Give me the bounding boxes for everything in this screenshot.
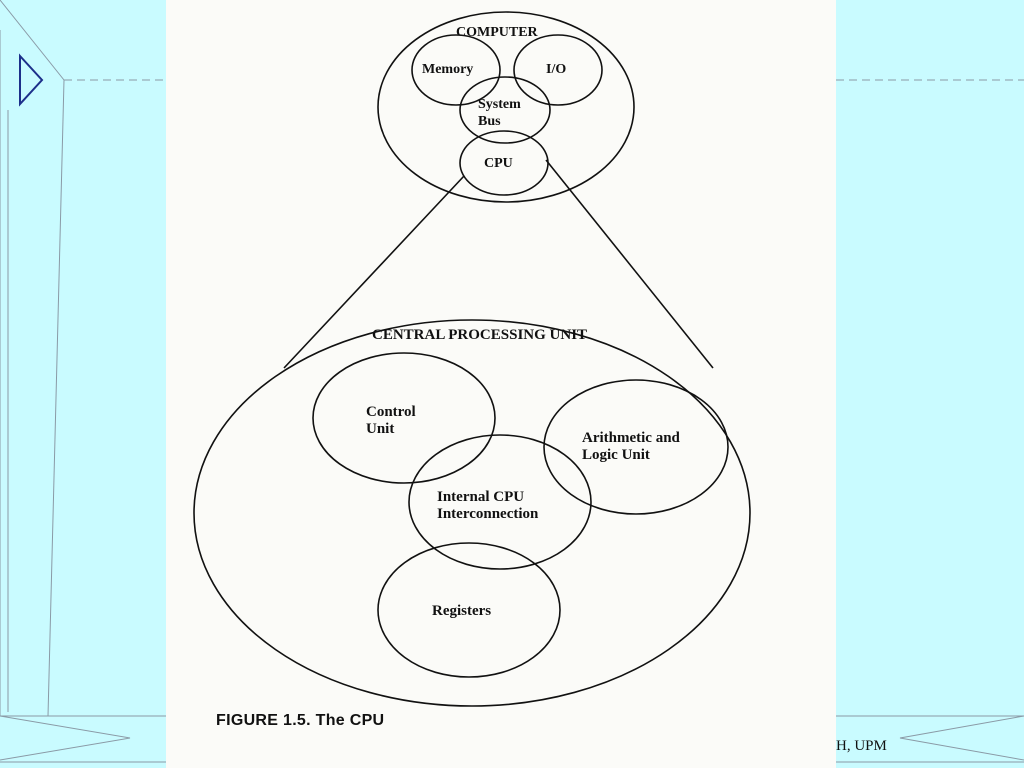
interconnect-label-line2: Interconnection bbox=[437, 506, 539, 522]
control-unit-label-line1: Control bbox=[366, 404, 416, 420]
cpu-diagram: COMPUTER Memory I/O System Bus CPU CENTR… bbox=[193, 11, 751, 707]
computer-title: COMPUTER bbox=[456, 25, 539, 40]
registers-circle bbox=[377, 542, 561, 678]
footer-text: H, UPM bbox=[836, 738, 887, 754]
system-bus-label-line2: Bus bbox=[478, 114, 501, 129]
memory-label: Memory bbox=[422, 62, 473, 77]
central-processing-unit-circle bbox=[193, 319, 751, 707]
computer-circle bbox=[377, 11, 635, 203]
alu-circle bbox=[543, 379, 729, 515]
play-arrow-icon bbox=[19, 53, 44, 107]
zoom-line-left bbox=[283, 175, 465, 369]
io-circle bbox=[513, 34, 603, 106]
zoom-line-right bbox=[545, 159, 714, 369]
internal-interconnection-circle bbox=[408, 434, 592, 570]
system-bus-circle bbox=[459, 76, 551, 144]
figure-image: COMPUTER Memory I/O System Bus CPU CENTR… bbox=[166, 0, 836, 768]
cpu-label: CPU bbox=[484, 156, 513, 171]
central-processing-unit-title: CENTRAL PROCESSING UNIT bbox=[372, 327, 587, 343]
memory-circle bbox=[411, 34, 501, 106]
figure-caption: FIGURE 1.5. The CPU bbox=[216, 712, 385, 729]
control-unit-circle bbox=[312, 352, 496, 484]
io-label: I/O bbox=[546, 62, 566, 77]
alu-label-line2: Logic Unit bbox=[582, 447, 650, 463]
registers-label: Registers bbox=[432, 603, 491, 619]
system-bus-label-line1: System bbox=[478, 97, 521, 112]
interconnect-label-line1: Internal CPU bbox=[437, 489, 524, 505]
alu-label-line1: Arithmetic and bbox=[582, 430, 681, 446]
control-unit-label-line2: Unit bbox=[366, 421, 394, 437]
